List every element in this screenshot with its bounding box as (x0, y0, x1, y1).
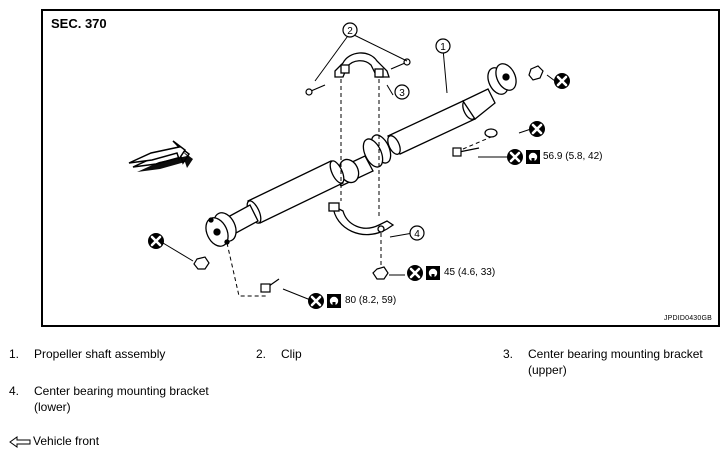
clip (305, 58, 411, 96)
propeller-shaft (205, 63, 517, 247)
center-bearing-bracket-lower (328, 202, 395, 236)
do-not-reuse-icon (527, 119, 547, 139)
torque-spec-flange-bolt: 80 (8.2, 59) (345, 295, 397, 306)
propeller-shaft-diagram: 1 2 3 4 (128, 22, 572, 311)
do-not-reuse-icon (505, 147, 525, 167)
callout-2: 2 (342, 22, 358, 38)
callout-3: 3 (394, 84, 410, 100)
do-not-reuse-icon (146, 231, 166, 251)
do-not-reuse-icon (552, 71, 572, 91)
torque-wrench-icon (526, 150, 540, 164)
torque-wrench-icon (426, 266, 440, 280)
vehicle-front-arrow-icon (9, 435, 31, 448)
vehicle-front-arrow-icon (128, 140, 193, 172)
legend-label: Center bearing mounting bracket (lower) (34, 384, 209, 414)
figure-code: JPDID0430GB (663, 315, 712, 322)
center-bearing-bracket-upper (334, 52, 390, 78)
torque-wrench-icon (327, 294, 341, 308)
legend-label: Center bearing mounting bracket (upper) (528, 347, 703, 377)
callout-1: 1 (435, 38, 451, 54)
legend-label: Clip (281, 347, 302, 361)
vehicle-front-legend: Vehicle front (9, 433, 99, 449)
section-label: SEC. 370 (51, 16, 107, 31)
svg-text:2: 2 (347, 26, 353, 37)
svg-text:3: 3 (399, 88, 405, 99)
do-not-reuse-icon (306, 291, 326, 311)
vehicle-front-label: Vehicle front (33, 434, 100, 448)
legend-label: Propeller shaft assembly (34, 347, 166, 361)
diagram-frame: SEC. 370 (41, 9, 720, 327)
svg-text:1: 1 (440, 42, 446, 53)
leader-lines (162, 32, 556, 302)
do-not-reuse-icon (405, 263, 425, 283)
svg-text:4: 4 (414, 229, 420, 240)
callout-4: 4 (409, 225, 425, 241)
guide-lines (226, 79, 492, 297)
torque-spec-bracket-nut: 45 (4.6, 33) (444, 267, 496, 278)
torque-spec-center-bolt: 56.9 (5.8, 42) (543, 151, 603, 162)
